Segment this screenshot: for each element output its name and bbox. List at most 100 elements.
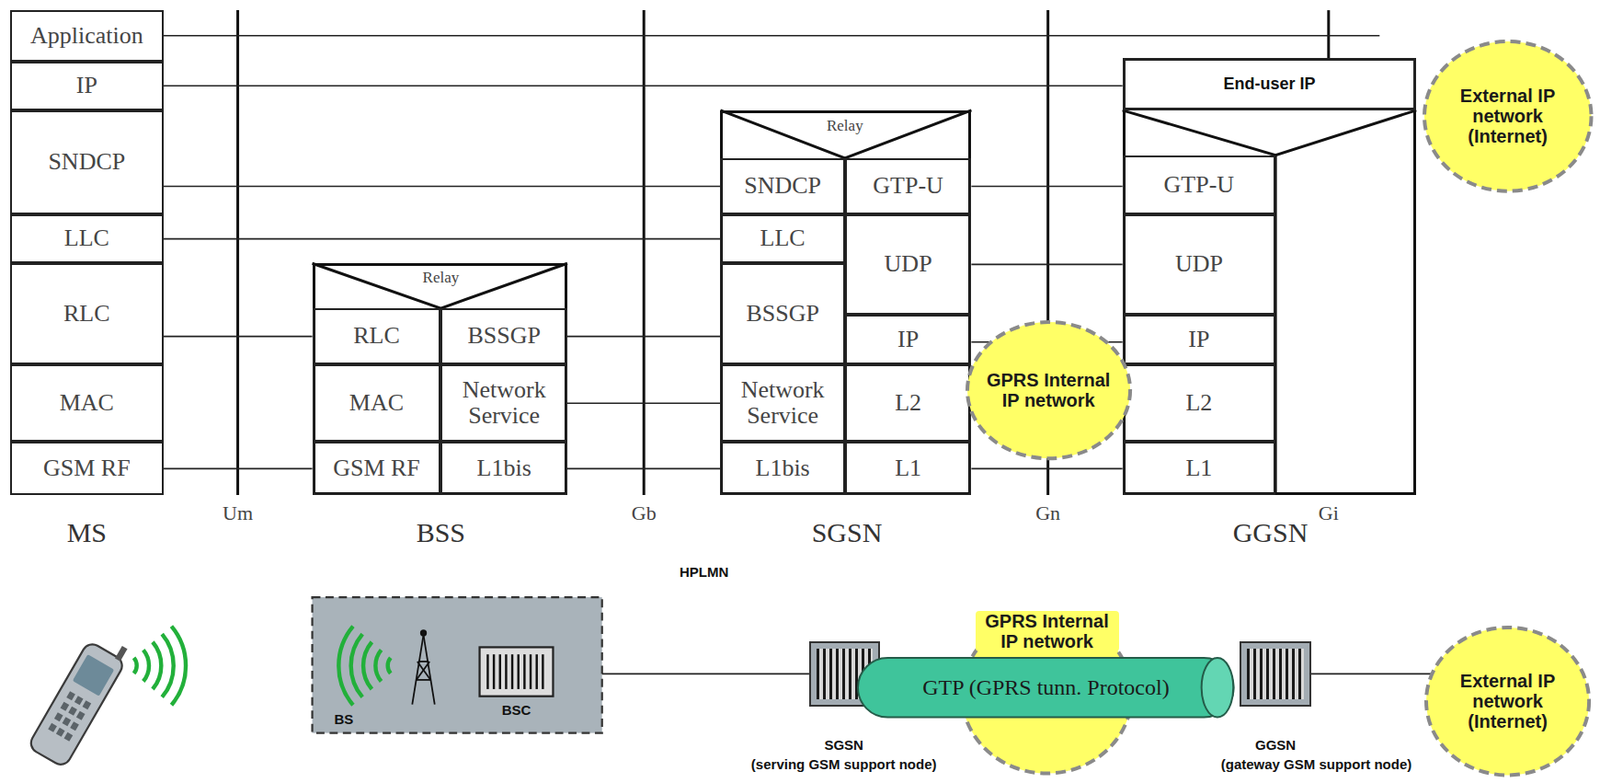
peer-protocol-line [602, 673, 810, 675]
protocol-layer: GTP-U [1122, 155, 1276, 215]
peer-protocol-line [567, 335, 720, 338]
layer-name: L1bis [755, 455, 811, 482]
layer-name: L2 [894, 389, 922, 417]
layer-name: L1 [1185, 455, 1212, 482]
radio-wave [375, 649, 381, 681]
interface-line [236, 10, 240, 495]
key [74, 695, 84, 705]
cloud-shape [1426, 627, 1589, 775]
bar [492, 653, 495, 689]
tunnel-end [1201, 657, 1235, 718]
protocol-layer: IP [1122, 314, 1276, 365]
protocol-layer: IP [845, 314, 972, 365]
cloud-shape [1424, 41, 1592, 192]
protocol-layer: Application [10, 10, 163, 61]
radio-wave [152, 641, 161, 689]
tunnel-name: GTP (GPRS tunn. Protocol) [922, 674, 1169, 699]
protocol-layer: SNDCP [10, 110, 163, 215]
bsc-icon [480, 646, 554, 696]
network-label: HPLMN [679, 563, 729, 581]
relay-label: Relay [422, 268, 460, 287]
bar [499, 653, 502, 689]
bs-waves [338, 626, 390, 706]
peer-protocol-line [163, 185, 721, 188]
layer-name: IP [897, 326, 919, 354]
key [64, 731, 74, 742]
layer-name: SNDCP [47, 148, 126, 176]
entity-name: GGSN [1233, 516, 1309, 548]
protocol-layer: Network Service [720, 364, 845, 442]
radio-wave [388, 657, 391, 674]
protocol-layer: L1bis [440, 441, 568, 495]
layer-name: IP [76, 72, 98, 100]
bar [541, 653, 544, 689]
tower-bar [418, 660, 429, 663]
relay-triangle [312, 262, 568, 309]
tower-bar [417, 661, 431, 680]
key [54, 711, 64, 721]
node-name: SGSN [823, 736, 864, 754]
bss-panel [312, 596, 603, 733]
relay-label: Relay [826, 116, 864, 136]
protocol-layer: End-user IP [1122, 57, 1418, 111]
interface-name: Gn [1035, 502, 1061, 525]
tower-bar [416, 661, 430, 680]
layer-name: RLC [353, 322, 400, 350]
layer-name: Network Service [445, 377, 562, 430]
phone-icon [27, 629, 133, 768]
peer-protocol-line [163, 238, 721, 240]
entity-name: SGSN [811, 516, 883, 548]
protocol-layer: IP [10, 61, 163, 111]
key [82, 699, 92, 709]
protocol-layer: GSM RF [10, 441, 163, 495]
key [56, 727, 66, 737]
layer-name: BSSGP [745, 300, 820, 328]
radio-wave [171, 626, 186, 706]
protocol-layer: L1bis [720, 441, 845, 495]
interface-line [642, 10, 646, 495]
peer-protocol-line [163, 84, 1123, 87]
bar [523, 653, 526, 689]
protocol-layer: RLC [10, 262, 163, 365]
tower-leg [423, 634, 435, 704]
key [62, 716, 72, 726]
peer-protocol-line [971, 468, 1122, 470]
network-cloud: GPRS Internal IP network [964, 319, 1133, 461]
layer-name: Network Service [725, 377, 839, 430]
protocol-layer: UDP [845, 214, 972, 315]
tower-leg [411, 634, 423, 704]
bar [486, 653, 489, 689]
base-station-subsystem: BSBSC [312, 596, 603, 733]
layer-name: GSM RF [332, 455, 421, 482]
network-name: External IP network (Internet) [1452, 85, 1564, 147]
bsc-bars [487, 653, 543, 689]
network-cloud: External IP network (Internet) [1423, 624, 1592, 778]
bar [529, 653, 532, 689]
node-name: BSC [502, 701, 532, 719]
bar [517, 653, 520, 689]
relay-triangle [1122, 110, 1418, 156]
network-name: GPRS Internal IP network [975, 610, 1120, 652]
protocol-stack: GGSNEnd-user IPGTP-UUDPIPL2L1 [1122, 57, 1418, 495]
interface-name: Gb [631, 502, 657, 525]
key [68, 706, 78, 716]
antenna-tower [411, 629, 435, 704]
radio-wave [143, 649, 149, 681]
peer-protocol-line [971, 341, 990, 343]
tunnel-body [857, 657, 1235, 718]
layer-name: UDP [884, 251, 933, 278]
peer-protocol-line [163, 335, 313, 338]
phone-waves [134, 626, 186, 706]
relay-triangle [720, 110, 972, 159]
entity-name: BSS [416, 516, 466, 548]
phone-antenna [114, 645, 128, 662]
protocol-stack: MSApplicationIPSNDCPLLCRLCMACGSM RF [10, 10, 163, 495]
protocol-layer: GSM RF [312, 441, 442, 495]
radio-wave [351, 633, 364, 698]
protocol-layer: MAC [312, 364, 442, 442]
interface-name: Um [222, 502, 253, 525]
radio-wave [161, 633, 174, 698]
protocol-layer: MAC [10, 364, 163, 442]
layer-name: IP [1188, 326, 1210, 354]
